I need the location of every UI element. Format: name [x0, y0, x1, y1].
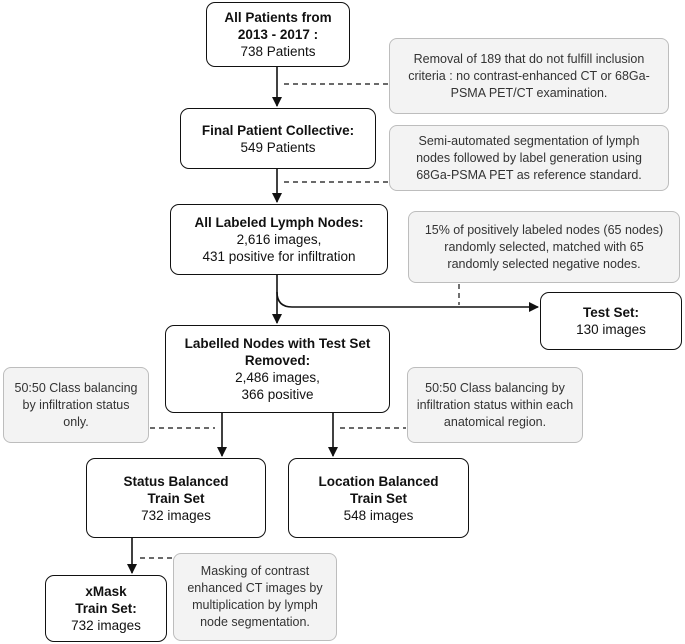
status-balanced-box: Status Balanced Train Set 732 images	[86, 458, 266, 538]
location-balanced-title: Location Balanced Train Set	[318, 473, 439, 506]
xmask-body: 732 images	[71, 618, 141, 633]
final-collective-box: Final Patient Collective: 549 Patients	[180, 108, 376, 169]
status-balancing-note: 50:50 Class balancing by infiltration st…	[3, 367, 149, 443]
all-labeled-body: 2,616 images, 431 positive for infiltrat…	[202, 232, 356, 264]
test-set-title: Test Set:	[582, 305, 639, 320]
all-patients-title: All Patients from 2013 - 2017 :	[224, 10, 332, 42]
removal-note: Removal of 189 that do not fulfill inclu…	[389, 38, 669, 114]
test-set-box: Test Set: 130 images	[540, 292, 682, 350]
status-balanced-title: Status Balanced Train Set	[123, 473, 229, 506]
all-patients-body: 738 Patients	[240, 44, 316, 59]
all-labeled-title: All Labeled Lymph Nodes:	[194, 215, 364, 230]
test-removed-body: 2,486 images, 366 positive	[235, 370, 320, 402]
status-balanced-body: 732 images	[141, 507, 211, 523]
test-removed-box: Labelled Nodes with Test Set Removed: 2,…	[165, 325, 390, 413]
masking-note: Masking of contrast enhanced CT images b…	[173, 553, 337, 641]
selection-note: 15% of positively labeled nodes (65 node…	[408, 211, 680, 283]
location-balanced-box: Location Balanced Train Set 548 images	[288, 458, 469, 538]
test-removed-title: Labelled Nodes with Test Set Removed:	[184, 336, 371, 368]
test-set-body: 130 images	[576, 322, 646, 337]
xmask-title: xMask Train Set:	[75, 584, 137, 616]
all-labeled-box: All Labeled Lymph Nodes: 2,616 images, 4…	[170, 204, 388, 275]
location-balanced-body: 548 images	[343, 507, 414, 523]
final-collective-body: 549 Patients	[240, 139, 316, 155]
final-collective-title: Final Patient Collective:	[201, 122, 355, 138]
xmask-box: xMask Train Set: 732 images	[45, 575, 167, 642]
arrow-to-test-set	[276, 291, 539, 312]
all-patients-box: All Patients from 2013 - 2017 : 738 Pati…	[206, 2, 350, 67]
location-balancing-note: 50:50 Class balancing by infiltration st…	[407, 367, 583, 443]
segmentation-note: Semi-automated segmentation of lymph nod…	[389, 125, 669, 191]
